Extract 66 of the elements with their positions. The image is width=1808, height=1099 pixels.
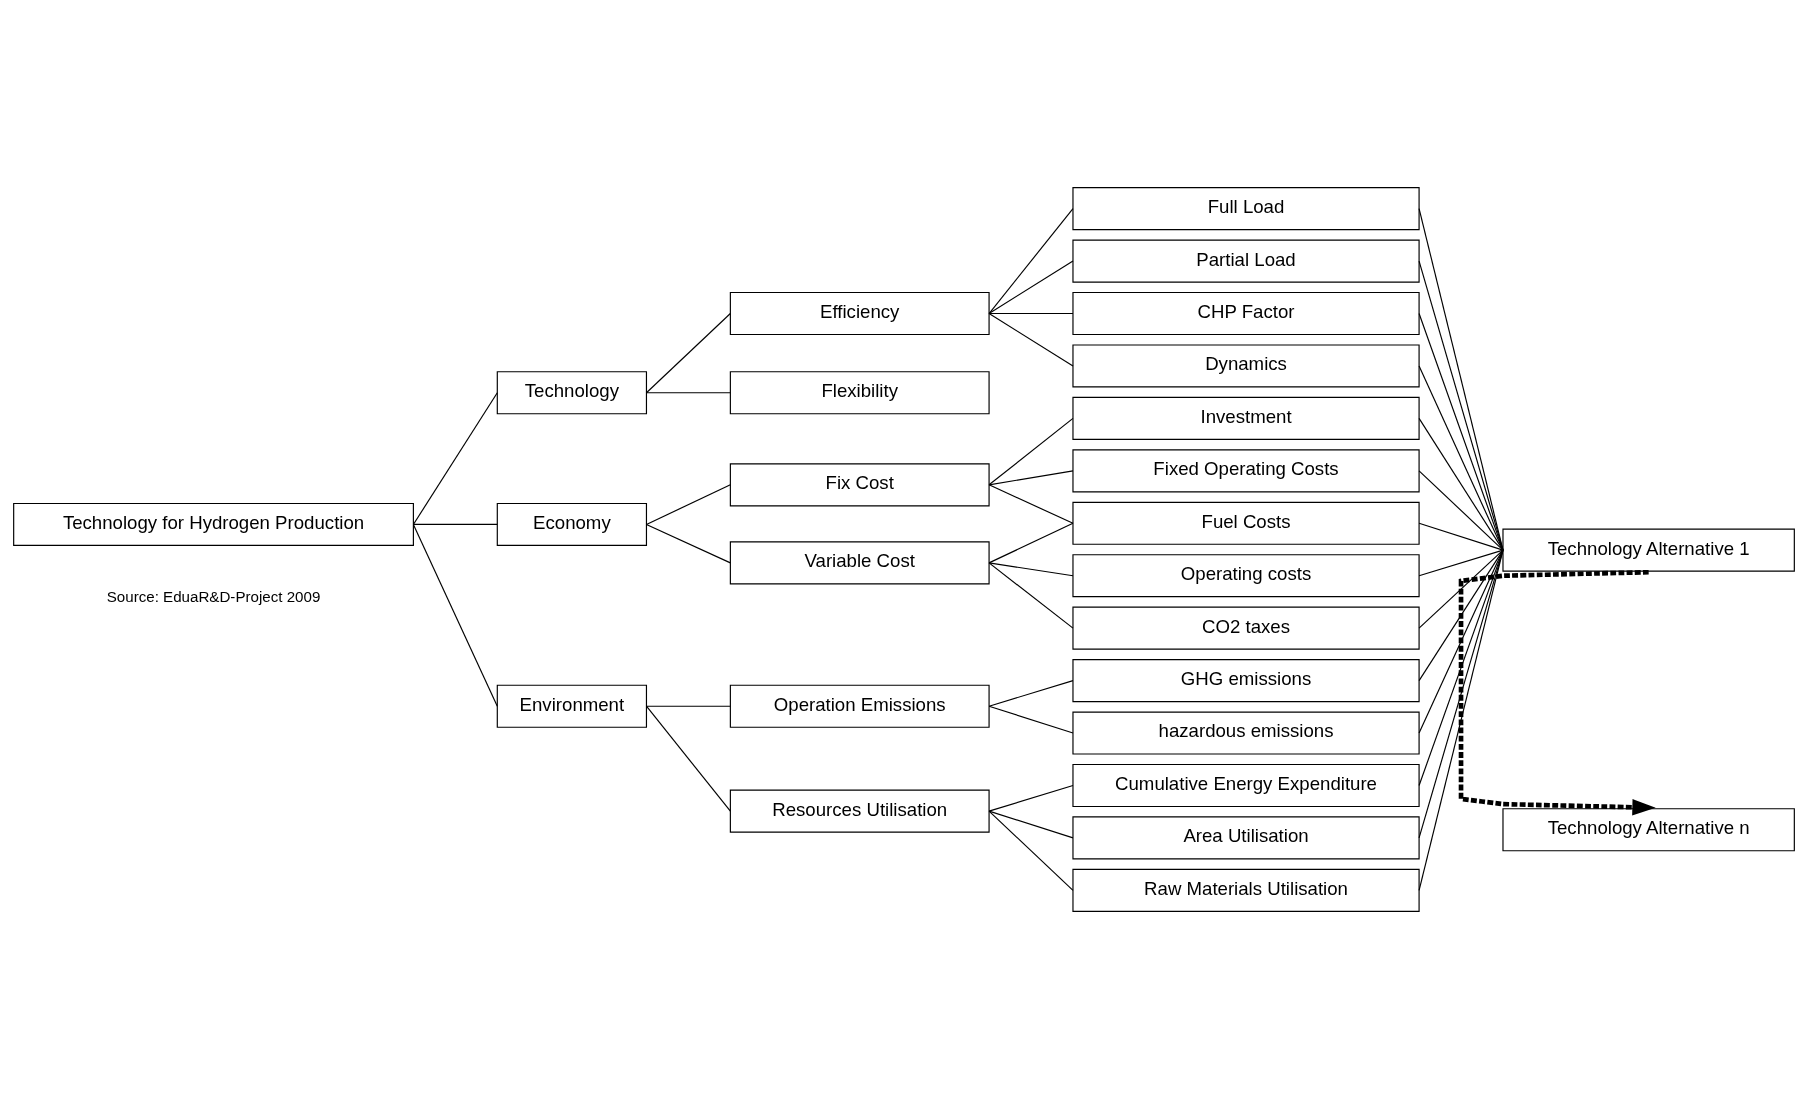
node-box: Technology Alternative 1 [1502,528,1795,572]
node-box: Technology for Hydrogen Production [13,502,414,546]
connector [645,705,731,812]
connector [1418,549,1504,629]
connector [988,417,1074,486]
node-box: Environment [496,684,648,728]
node-box: Technology Alternative n [1502,808,1795,852]
connector [988,312,1074,367]
connector [1418,549,1504,577]
node-box: Variable Cost [729,541,990,585]
node-box: Resources Utilisation [729,789,990,833]
node-box: hazardous emissions [1072,711,1420,755]
connector [645,392,731,394]
node-box: Fixed Operating Costs [1072,449,1420,493]
node-box: Raw Materials Utilisation [1072,868,1420,912]
connector [1418,470,1504,551]
node-box: Efficiency [729,291,990,336]
connector [988,784,1074,812]
connector [412,392,498,526]
node-box: CHP Factor [1072,291,1420,336]
connector [988,470,1074,486]
connector [1418,522,1504,551]
node-box: Fuel Costs [1072,501,1420,545]
connector [645,705,731,707]
node-box: Cumulative Energy Expenditure [1072,763,1420,808]
node-box: Partial Load [1072,239,1420,283]
node-box: Operating costs [1072,554,1420,598]
connector [988,484,1074,524]
node-box: Operation Emissions [729,684,990,728]
connector [1418,549,1504,787]
connector [645,312,731,394]
node-box: Full Load [1072,187,1420,231]
connector [412,523,498,526]
connector [1418,417,1504,551]
connector [1418,549,1504,734]
connector [1418,312,1504,551]
connector [1418,549,1504,891]
connector [988,680,1074,707]
connector [1418,260,1504,551]
connector [988,705,1074,734]
connector [1418,549,1504,839]
node-box: Area Utilisation [1072,816,1420,860]
connector [1418,365,1504,551]
node-box: Technology [496,371,648,415]
node-box: Investment [1072,396,1420,440]
connector [988,562,1074,577]
node-box: Fix Cost [729,463,990,507]
node-box: Economy [496,502,648,546]
connector [1418,549,1504,682]
node-box: CO2 taxes [1072,606,1420,650]
node-box: GHG emissions [1072,659,1420,703]
connector [988,260,1074,315]
connector [412,523,498,707]
connector [988,522,1074,564]
label: Source: EduaR&D-Project 2009 [106,587,321,605]
connector [1418,208,1504,551]
arrow [1458,569,1656,816]
connector [988,312,1074,315]
connector [988,208,1074,315]
connector [645,484,731,526]
connector [988,810,1074,891]
connector [988,562,1074,629]
node-box: Flexibility [729,371,990,415]
node-box: Dynamics [1072,344,1420,388]
connector [645,523,731,564]
connector [988,810,1074,839]
